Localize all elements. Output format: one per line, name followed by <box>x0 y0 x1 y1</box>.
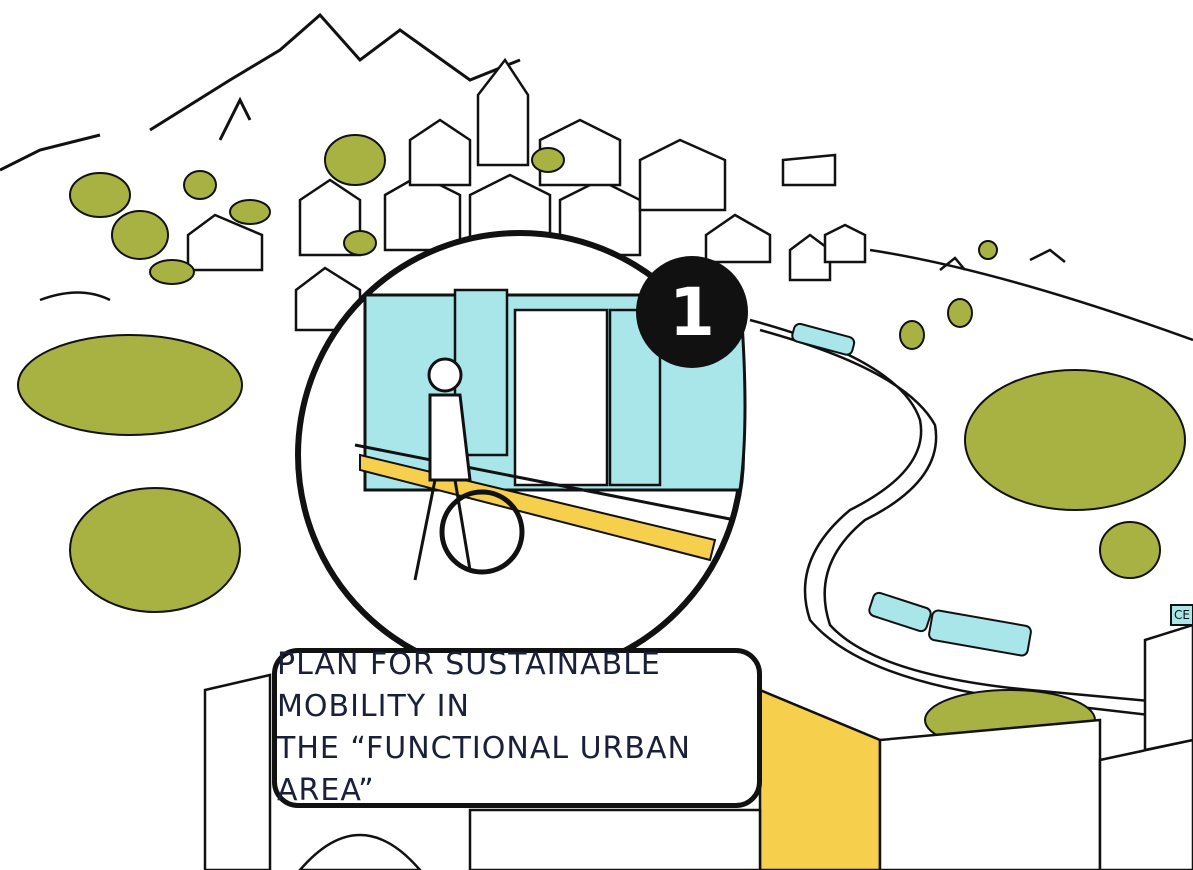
train-station-vignette <box>295 230 747 680</box>
landscape-lines <box>39 248 1193 722</box>
bicycle-icon <box>439 489 525 575</box>
caption-line-1: PLAN FOR SUSTAINABLE MOBILITY IN <box>277 647 661 724</box>
caption-box: PLAN FOR SUSTAINABLE MOBILITY IN THE “FU… <box>272 647 762 808</box>
person-icon <box>413 357 472 581</box>
tree-icon <box>17 134 1186 751</box>
mountain-icon <box>0 12 521 172</box>
step-number-badge: 1 <box>636 256 748 368</box>
station-sign: CE <box>1170 604 1193 626</box>
train-icon <box>791 322 1032 657</box>
caption-line-2: THE “FUNCTIONAL URBAN AREA” <box>277 731 691 808</box>
city-buildings <box>203 623 1193 870</box>
